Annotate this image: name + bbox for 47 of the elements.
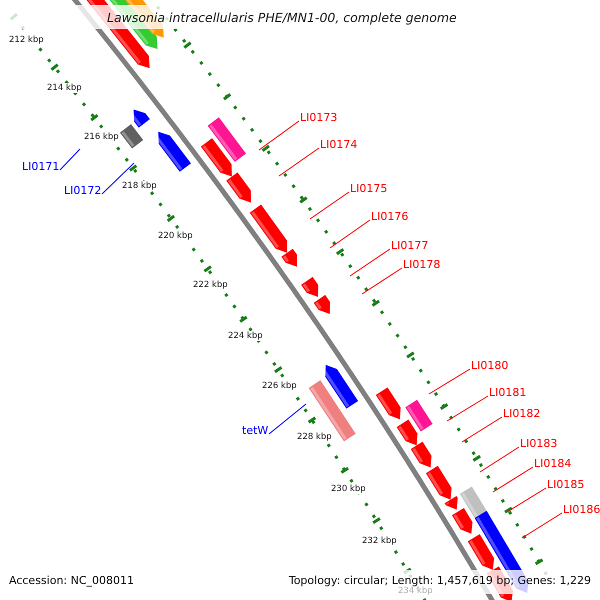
gene-label: LI0176	[371, 210, 408, 223]
leader-line	[310, 192, 350, 220]
gene-label: LI0178	[403, 258, 440, 271]
gene-label: LI0186	[563, 503, 600, 516]
scale-label: 214 kbp	[47, 83, 82, 93]
scale-label: 218 kbp	[122, 181, 157, 191]
leader-line	[480, 446, 520, 472]
gene-label: LI0182	[503, 407, 540, 420]
scale-label: 216 kbp	[84, 132, 119, 142]
gene-label: LI0181	[489, 386, 526, 399]
leader-line	[330, 220, 370, 248]
leader-line	[522, 512, 562, 538]
gene-label: LI0183	[520, 437, 558, 450]
gene-label: LI0175	[350, 182, 388, 195]
gene-label: tetW	[242, 424, 268, 437]
leader-line	[60, 148, 80, 170]
gene-label: LI0173	[300, 111, 338, 124]
leader-line	[350, 248, 390, 276]
leader-line	[268, 404, 306, 434]
scale-label: 222 kbp	[193, 280, 228, 290]
scale-label: 230 kbp	[331, 484, 366, 494]
gene-label: LI0177	[391, 239, 428, 252]
scale-label: 228 kbp	[297, 432, 332, 442]
leader-line	[506, 488, 546, 512]
leader-line	[362, 268, 402, 294]
scale-label: 220 kbp	[158, 231, 193, 241]
scale-label: 224 kbp	[228, 331, 263, 341]
leader-line	[462, 416, 502, 442]
gene-label: LI0171	[22, 160, 60, 173]
gene-label: LI0180	[471, 359, 508, 372]
leader-line	[102, 162, 134, 194]
scale-label: 226 kbp	[262, 381, 297, 391]
scale-label: 234 kbp	[398, 586, 433, 596]
map-title: Lawsonia intracellularis PHE/MN1-00, complete genome	[107, 10, 457, 25]
gene-label: LI0172	[64, 184, 102, 197]
scale-label: 212 kbp	[9, 35, 44, 45]
footer-text: Topology: circular; Length: 1,457,619 bp; Genes: 1,229	[288, 574, 591, 587]
footer-text: Accession: NC_008011	[9, 574, 134, 587]
leader-line	[446, 396, 488, 422]
scale-label: 232 kbp	[362, 536, 397, 546]
leader-line	[428, 368, 470, 394]
gene-label: LI0174	[320, 138, 358, 151]
leader-line	[258, 120, 300, 150]
gene-label: LI0184	[534, 457, 572, 470]
gene-label: LI0185	[547, 478, 584, 491]
leader-line	[492, 466, 534, 492]
leader-line	[278, 148, 320, 176]
